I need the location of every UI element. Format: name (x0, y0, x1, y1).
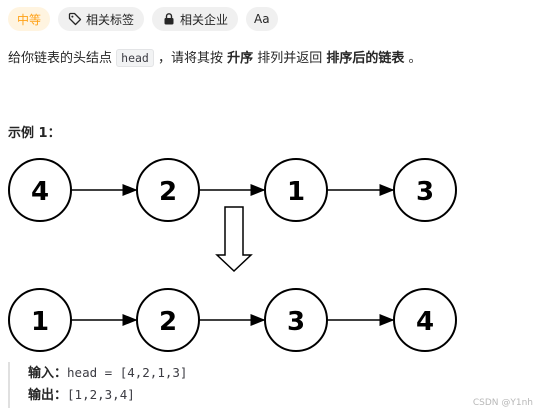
list-node (393, 288, 457, 352)
example-title: 示例 1： (8, 126, 61, 141)
desc-text-4: 。 (404, 51, 422, 66)
desc-text-1: 给你链表的头结点 (8, 51, 117, 66)
list-node-value: 4 (31, 177, 49, 207)
list-before-sort: 4 2 1 3 (8, 158, 457, 222)
example-input-line: 输入：head = [4,2,1,3] (28, 362, 448, 384)
related-companies-label: 相关企业 (180, 12, 229, 27)
difficulty-label: 中等 (17, 12, 42, 27)
list-node (264, 288, 328, 352)
related-tags-label: 相关标签 (86, 12, 135, 27)
desc-code-head: head (116, 49, 154, 67)
list-node-value: 2 (159, 307, 177, 337)
related-tags-button[interactable]: 相关标签 (58, 7, 145, 31)
list-node (264, 158, 328, 222)
problem-description: 给你链表的头结点 head ，请将其按 升序 排列并返回 排序后的链表 。 (8, 47, 422, 70)
list-node (8, 158, 72, 222)
list-node-value: 2 (159, 177, 177, 207)
lock-icon (162, 12, 176, 26)
watermark: CSDN @Y1nh (472, 398, 533, 408)
desc-text-2: ，请将其按 (153, 51, 228, 66)
list-after-sort: 1 2 3 4 (8, 288, 457, 352)
example-output-line: 输出：[1,2,3,4] (28, 384, 448, 406)
related-companies-button[interactable]: 相关企业 (152, 7, 239, 31)
desc-bold-sorted-list: 排序后的链表 (326, 51, 405, 66)
tag-icon (68, 12, 82, 26)
list-node-value: 3 (287, 307, 305, 337)
list-node (8, 288, 72, 352)
example-io-block: 输入：head = [4,2,1,3] 输出：[1,2,3,4] (8, 362, 448, 408)
input-label: 输入： (28, 366, 68, 381)
list-node (393, 158, 457, 222)
desc-bold-ascending: 升序 (227, 51, 254, 66)
language-toggle-button[interactable]: Aa (246, 7, 278, 31)
list-node-value: 1 (31, 307, 49, 337)
tag-bar: 中等 相关标签 相关企业 Aa (8, 7, 278, 31)
translate-icon: Aa (254, 12, 270, 26)
list-node (136, 158, 200, 222)
linked-list-diagram: 4 2 1 3 1 2 3 4 (8, 158, 457, 352)
list-node-value: 3 (416, 177, 434, 207)
output-value: [1,2,3,4] (67, 387, 135, 402)
output-label: 输出： (28, 388, 68, 403)
list-node-value: 1 (287, 177, 305, 207)
down-arrow-icon (215, 206, 253, 273)
list-node-value: 4 (416, 307, 434, 337)
difficulty-badge[interactable]: 中等 (8, 7, 51, 31)
desc-text-3: 排列并返回 (253, 51, 327, 66)
list-node (136, 288, 200, 352)
input-value: head = [4,2,1,3] (67, 365, 188, 380)
